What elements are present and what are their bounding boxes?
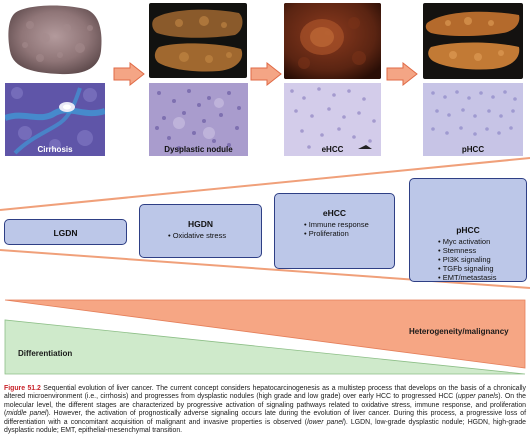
phcc-gross-photo	[423, 3, 523, 79]
phcc-histology: pHCC	[423, 83, 523, 156]
stage-title: pHCC	[456, 225, 480, 235]
stage-box-phcc: pHCC Myc activation Stemness PI3K signal…	[409, 178, 527, 282]
histology-label: Dysplastic nodule	[164, 145, 233, 154]
caption-text: ). On the molecular level, the different…	[4, 393, 527, 418]
figure-caption: Figure 51.2 Sequential evolution of live…	[4, 385, 526, 435]
stage-title: eHCC	[322, 208, 347, 218]
caption-emphasis: upper panels	[457, 393, 499, 401]
cirrhosis-gross-photo	[5, 3, 105, 77]
dysplastic-nodule-histology: Dysplastic nodule	[149, 83, 248, 156]
arrow-icon	[386, 62, 418, 86]
gradient-triangles	[4, 299, 526, 375]
stage-box-ehcc: eHCC Immune response Proliferation	[274, 193, 395, 269]
stage-item: Oxidative stress	[168, 231, 261, 240]
histology-label: pHCC	[461, 145, 485, 154]
caption-emphasis: lower panel	[307, 418, 344, 426]
stage-item: PI3K signaling	[438, 255, 526, 264]
stage-item: Myc activation	[438, 237, 526, 246]
arrow-icon	[250, 62, 282, 86]
stage-box-lgdn: LGDN	[4, 219, 127, 245]
ehcc-histology: eHCC	[284, 83, 381, 156]
cirrhosis-histology: Cirrhosis	[5, 83, 105, 156]
figure-label: Figure 51.2	[4, 385, 41, 392]
stage-item: EMT/metastasis	[438, 273, 526, 282]
stage-item: Immune response	[304, 220, 394, 229]
histology-label: eHCC	[321, 145, 344, 154]
ehcc-gross-photo	[284, 3, 381, 79]
stage-box-hgdn: HGDN Oxidative stress	[139, 204, 262, 258]
stage-title: HGDN	[187, 219, 214, 229]
arrow-icon	[113, 62, 145, 86]
stage-title: LGDN	[53, 228, 78, 238]
stage-item: Stemness	[438, 246, 526, 255]
dysplastic-nodule-gross-photo	[149, 3, 247, 78]
stage-item: TGFb signaling	[438, 264, 526, 273]
differentiation-label: Differentiation	[18, 349, 73, 358]
caption-emphasis: middle panel	[6, 410, 47, 418]
heterogeneity-label: Heterogeneity/malignancy	[409, 327, 509, 336]
caption-text: ). However, the activation of prognostic…	[4, 410, 526, 426]
caption-text: ). LGDN, low-grade dysplastic nodule; HG…	[4, 418, 526, 435]
histology-label: Cirrhosis	[37, 145, 73, 154]
caption-text: Sequential evolution of liver cancer. Th…	[4, 385, 526, 401]
stage-item: Proliferation	[304, 229, 394, 238]
